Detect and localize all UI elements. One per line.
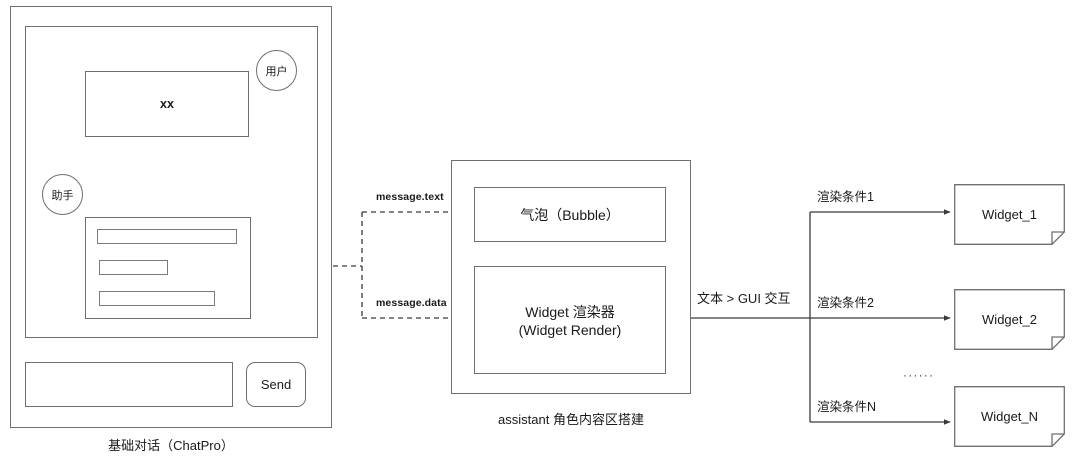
user-avatar: 用户	[256, 50, 297, 91]
widget-render-label-en: (Widget Render)	[518, 322, 622, 338]
folded-page-icon	[954, 289, 1065, 350]
assistant-avatar-label: 助手	[51, 189, 74, 202]
widget-card-1-label: Widget_1	[982, 207, 1037, 222]
edge-label-condition-n: 渲染条件N	[817, 400, 877, 414]
user-avatar-label: 用户	[265, 65, 288, 78]
widget-render-box: Widget 渲染器 (Widget Render)	[474, 266, 666, 374]
widget-card-n: Widget_N	[954, 386, 1065, 447]
bubble-component-box: 气泡（Bubble）	[474, 187, 666, 242]
ellipsis-indicator: ······	[903, 368, 935, 382]
send-button[interactable]: Send	[246, 362, 306, 407]
assistant-message-bubble	[85, 217, 251, 319]
chat-panel-caption: 基础对话（ChatPro）	[108, 438, 234, 453]
assistant-content-line-3	[99, 291, 215, 306]
assistant-area-caption: assistant 角色内容区搭建	[498, 412, 644, 427]
widget-card-1: Widget_1	[954, 184, 1065, 245]
widget-card-2-label: Widget_2	[982, 312, 1037, 327]
edge-label-condition-1: 渲染条件1	[817, 190, 874, 204]
folded-page-icon	[954, 386, 1065, 447]
edge-label-gui-interaction: 文本 > GUI 交互	[697, 291, 791, 306]
user-message-text: xx	[160, 97, 174, 111]
bubble-component-label: 气泡（Bubble）	[520, 206, 620, 223]
chat-input-field[interactable]	[25, 362, 233, 407]
assistant-content-line-2	[99, 260, 168, 275]
edge-label-message-text: message.text	[376, 191, 444, 203]
widget-render-label-cn: Widget 渲染器	[525, 304, 615, 320]
widget-card-2: Widget_2	[954, 289, 1065, 350]
widget-card-n-label: Widget_N	[980, 409, 1039, 424]
user-message-bubble: xx	[85, 71, 249, 137]
assistant-avatar: 助手	[42, 174, 83, 215]
edge-label-message-data: message.data	[376, 297, 447, 309]
send-button-label: Send	[260, 377, 292, 392]
assistant-content-line-1	[97, 229, 237, 244]
edge-label-condition-2: 渲染条件2	[817, 296, 874, 310]
folded-page-icon	[954, 184, 1065, 245]
solid-render-wires	[666, 209, 951, 425]
